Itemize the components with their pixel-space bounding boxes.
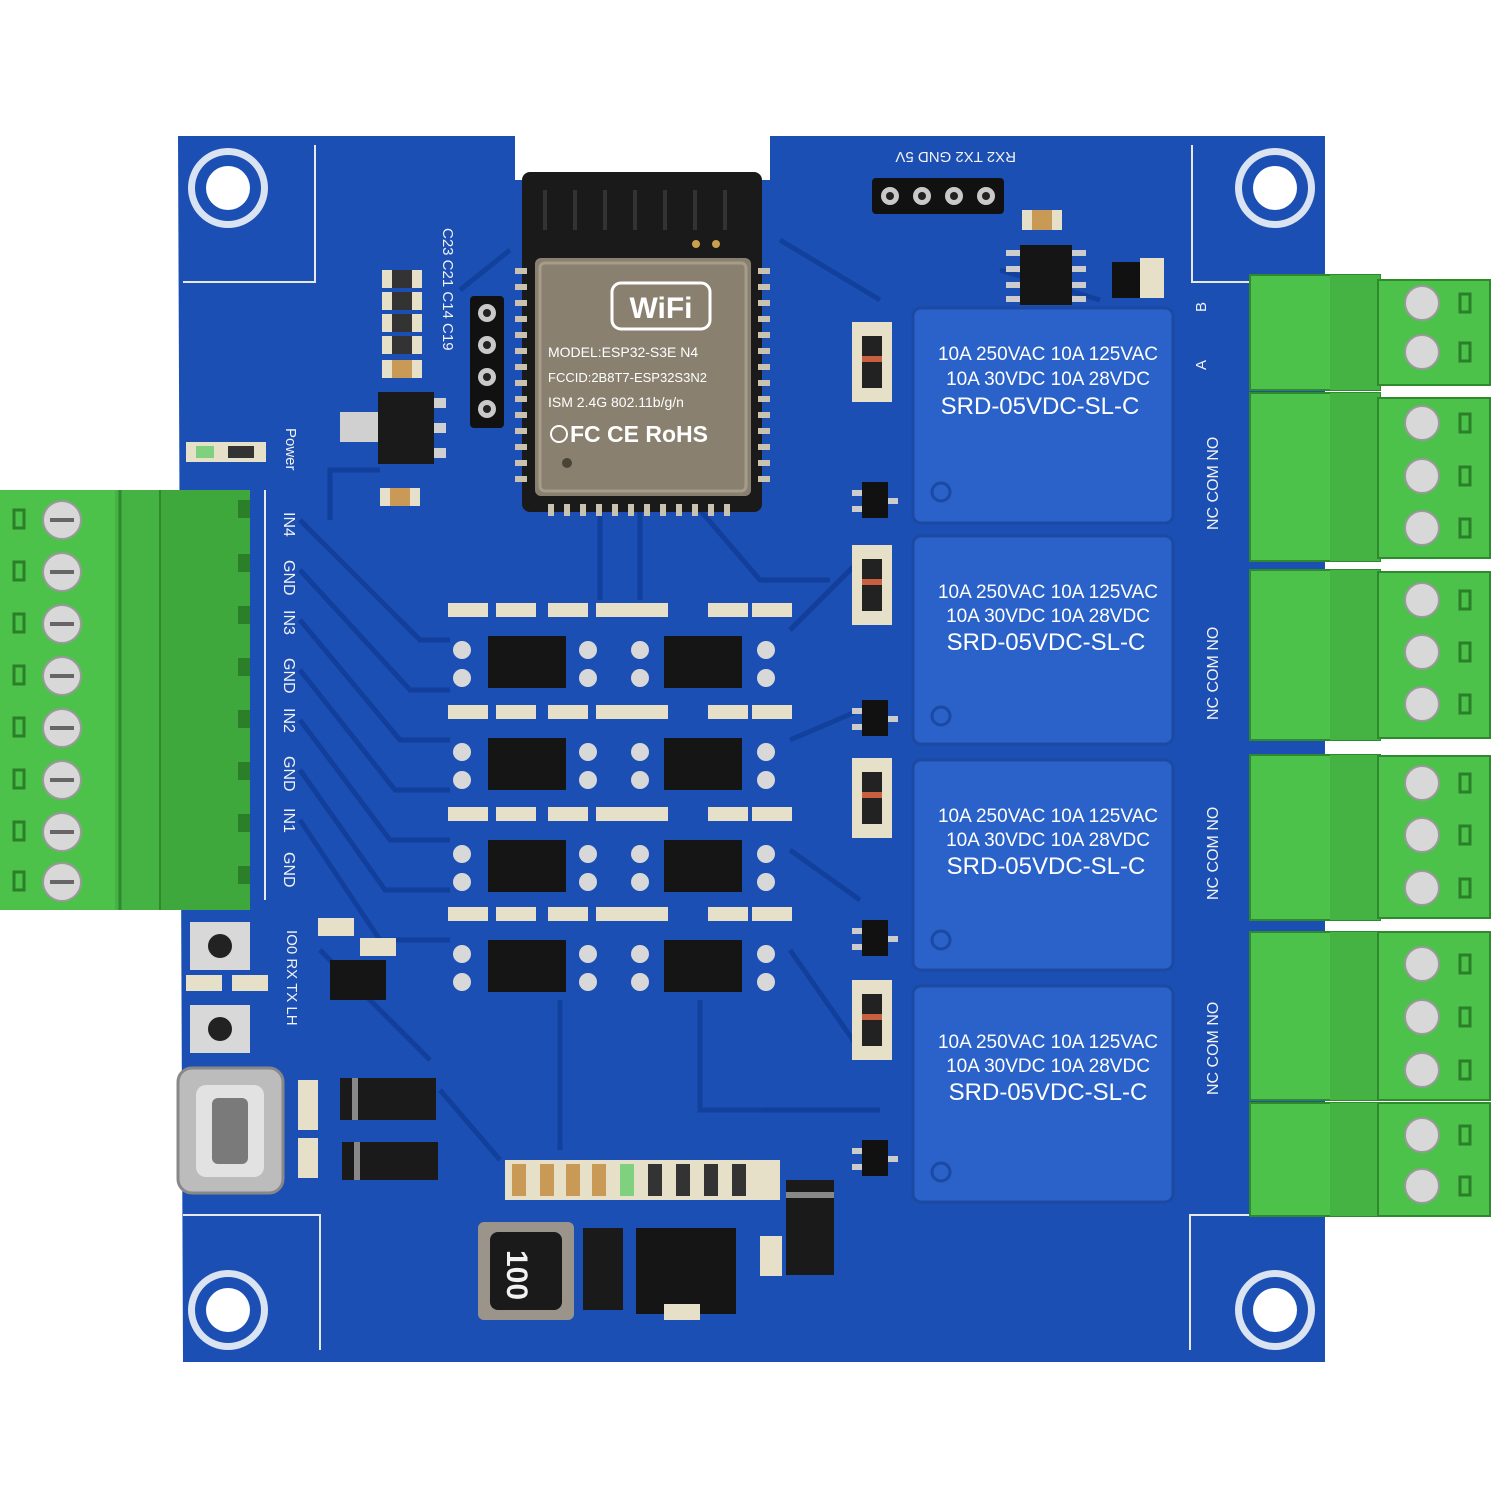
cap-labels: C23 C21 C14 C19 xyxy=(439,228,456,351)
relay-terminal-label: NC COM NO xyxy=(1205,807,1222,900)
input-terminal-block xyxy=(0,490,250,910)
wifi-logo: WiFi xyxy=(629,292,692,325)
top-right-ics xyxy=(1006,210,1164,305)
optocoupler xyxy=(628,907,792,992)
mounting-holes xyxy=(188,148,1315,1350)
output-terminal-screws xyxy=(1404,285,1440,1204)
esp32-module: WiFi MODEL:ESP32-S3E N4 FCCID:2B8T7-ESP3… xyxy=(515,172,770,516)
optocoupler xyxy=(448,907,636,992)
misc-smd-bottom-left xyxy=(298,918,438,1180)
relay-terminal-label: NC COM NO xyxy=(1205,437,1222,530)
module-certs: FC CE RoHS xyxy=(570,421,708,447)
input-label: IN4 xyxy=(280,512,297,537)
input-label: GND xyxy=(280,852,297,888)
relay: 10A 250VAC 10A 125VAC 10A 30VDC 10A 28VD… xyxy=(911,306,1175,525)
module-fccid: FCCID:2B8T7-ESP32S3N2 xyxy=(548,370,707,385)
relay-rating-line1: 10A 250VAC 10A 125VAC xyxy=(938,806,1158,827)
module-model: MODEL:ESP32-S3E N4 xyxy=(548,344,698,360)
optocoupler xyxy=(448,705,636,790)
optocoupler xyxy=(628,603,792,688)
input-label: GND xyxy=(280,658,297,694)
relay: 10A 250VAC 10A 125VAC 10A 30VDC 10A 28VD… xyxy=(911,758,1175,972)
relay-rating-line2: 10A 30VDC 10A 28VDC xyxy=(946,369,1150,390)
module-shield xyxy=(535,258,751,496)
ab-label: B xyxy=(1193,302,1210,312)
pcb-traces xyxy=(297,237,1101,1162)
power-label: Power xyxy=(282,428,299,471)
tactile-buttons: IO0 RX TX LH xyxy=(186,922,300,1053)
relay-rating-line2: 10A 30VDC 10A 28VDC xyxy=(946,606,1150,627)
cap-pin-header: C23 C21 C14 C19 xyxy=(439,228,504,428)
input-label: IN3 xyxy=(280,610,297,635)
ab-label: A xyxy=(1193,360,1210,370)
module-ism: ISM 2.4G 802.11b/g/n xyxy=(548,394,684,410)
relay-model: SRD-05VDC-SL-C xyxy=(941,393,1140,420)
optocoupler xyxy=(628,705,792,790)
input-label: GND xyxy=(280,756,297,792)
relay-terminal-labels: B A NC COM NO NC COM NO NC COM NO NC COM… xyxy=(1193,302,1222,1095)
input-labels: IN4 GND IN3 GND IN2 GND IN1 GND xyxy=(280,512,297,888)
relay-model: SRD-05VDC-SL-C xyxy=(949,1079,1148,1106)
input-label: GND xyxy=(280,560,297,596)
relay: 10A 250VAC 10A 125VAC 10A 30VDC 10A 28VD… xyxy=(911,984,1175,1204)
input-terminal-screws xyxy=(42,500,82,902)
uart-header-label: RX2 TX2 GND 5V xyxy=(895,148,1016,165)
relay-rating-line2: 10A 30VDC 10A 28VDC xyxy=(946,830,1150,851)
relay-model: SRD-05VDC-SL-C xyxy=(947,853,1146,880)
inductor-label: 100 xyxy=(500,1250,533,1300)
relay: 10A 250VAC 10A 125VAC 10A 30VDC 10A 28VD… xyxy=(911,534,1175,746)
relay-model: SRD-05VDC-SL-C xyxy=(947,629,1146,656)
usb-c-connector xyxy=(176,1066,285,1195)
smd-components-top-left: Power xyxy=(186,270,446,506)
optocoupler xyxy=(448,603,636,688)
output-terminal-blocks xyxy=(1249,274,1491,1217)
board-outline-silk xyxy=(183,145,1320,1350)
relay-rating-line1: 10A 250VAC 10A 125VAC xyxy=(938,582,1158,603)
relay-rating-line1: 10A 250VAC 10A 125VAC xyxy=(938,1032,1158,1053)
optocoupler xyxy=(628,807,792,892)
input-label: IN1 xyxy=(280,808,297,833)
optocoupler-array xyxy=(448,603,792,992)
optocoupler xyxy=(448,807,636,892)
wifi-logo-box xyxy=(610,281,712,331)
power-section: 100 xyxy=(478,1160,834,1320)
relay-terminal-label: NC COM NO xyxy=(1205,1002,1222,1095)
input-label: IN2 xyxy=(280,708,297,733)
button-labels: IO0 RX TX LH xyxy=(283,930,300,1026)
relay-rating-line2: 10A 30VDC 10A 28VDC xyxy=(946,1056,1150,1077)
relay-driver-components xyxy=(852,322,898,1176)
voltage-regulator xyxy=(378,392,434,464)
relay-terminal-label: NC COM NO xyxy=(1205,627,1222,720)
uart-header: RX2 TX2 GND 5V xyxy=(872,148,1016,214)
relay-rating-line1: 10A 250VAC 10A 125VAC xyxy=(938,344,1158,365)
